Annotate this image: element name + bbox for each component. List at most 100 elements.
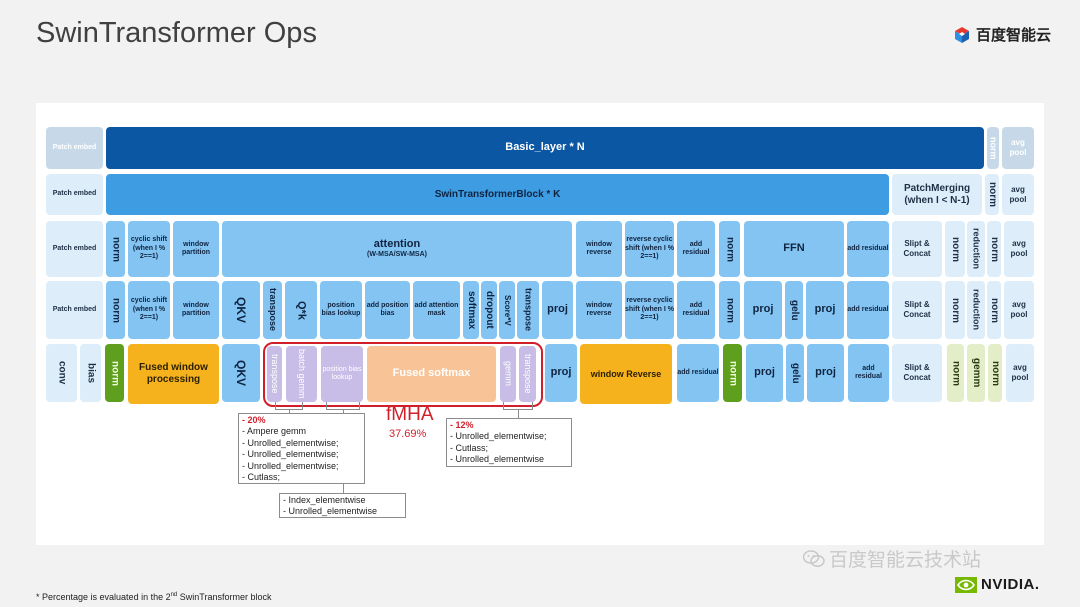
row4-add-residual2: add residual	[847, 281, 889, 339]
row1-norm: norm	[987, 127, 999, 169]
row5-gemm: gemm	[500, 346, 516, 402]
row3-window-reverse: window reverse	[576, 221, 622, 277]
row4-window-reverse: window reverse	[576, 281, 622, 339]
bracket-lookup	[326, 402, 360, 410]
row3-norm3: norm	[945, 221, 965, 277]
note-left-line: - Ampere gemm	[242, 426, 307, 437]
row2-norm: norm	[985, 174, 999, 215]
row5-proj3: proj	[807, 344, 844, 402]
row3-avg-pool: avg pool	[1004, 221, 1034, 277]
row5-avg-pool: avg pool	[1006, 344, 1034, 402]
note-left-line: - Unrolled_elementwise;	[242, 449, 339, 460]
row5-batch-gemm: batch gemm	[286, 346, 317, 402]
note-left-line: - Unrolled_elementwise;	[242, 460, 339, 471]
row4-softmax: softmax	[463, 281, 479, 339]
row5-conv: conv	[46, 344, 77, 402]
row5-add-residual2: add residual	[848, 344, 889, 402]
row4-avg-pool: avg pool	[1004, 281, 1034, 339]
row5-qkv: QKV	[222, 344, 260, 402]
note-right-line: - Unrolled_elementwise	[450, 454, 545, 465]
row5-norm: norm	[105, 344, 124, 402]
row4-proj3: proj	[806, 281, 844, 339]
connector-left	[289, 410, 290, 413]
row5-fused-softmax: Fused softmax	[367, 346, 496, 402]
note-bottom-line: - Index_elementwise	[283, 495, 366, 505]
row3-reduction: reduction	[967, 221, 985, 277]
row4-transpose: transpose	[263, 281, 282, 339]
row5-gemm2: gemm	[967, 344, 985, 402]
note-bottom-line: - Unrolled_elementwise	[283, 506, 378, 517]
note-right-line: - Cutlass;	[450, 442, 489, 453]
row5-slipt-concat: Slipt & Concat	[892, 344, 942, 402]
row2-patch-merging: PatchMerging (when I < N-1)	[892, 174, 982, 215]
row4-reduction: reduction	[967, 281, 985, 339]
row5-norm3: norm	[947, 344, 964, 402]
row3-norm: norm	[106, 221, 125, 277]
footnote: * Percentage is evaluated in the 2nd Swi…	[36, 592, 272, 602]
row1-patch-embed: Patch embed	[46, 127, 103, 169]
watermark: 百度智能云技术站	[803, 545, 981, 572]
bracket-right-ops	[503, 402, 533, 410]
row4-norm: norm	[106, 281, 125, 339]
row4-norm3: norm	[945, 281, 965, 339]
row5-gelu: gelu	[786, 344, 804, 402]
row3-slipt-concat: Slipt & Concat	[892, 221, 942, 277]
row4-norm4: norm	[987, 281, 1001, 339]
attention-label: attention	[373, 238, 421, 251]
note-right-percent: - 12%	[450, 420, 474, 430]
row3-window-partition: window partition	[173, 221, 219, 277]
row5-transpose2: transpose	[519, 346, 536, 402]
row3-norm2: norm	[719, 221, 740, 277]
bracket-left-ops	[275, 402, 303, 410]
row4-slipt-concat: Slipt & Concat	[892, 281, 942, 339]
watermark-text: 百度智能云技术站	[829, 550, 982, 571]
note-left-percent: - 20%	[242, 415, 266, 425]
cube-logo-icon	[955, 26, 969, 43]
row4-qk: Q*k	[285, 281, 317, 339]
row5-norm4: norm	[988, 344, 1002, 402]
row4-cyclic-shift: cyclic shift (when I % 2==1)	[128, 281, 170, 339]
row5-norm2: norm	[723, 344, 742, 402]
row2-avg-pool: avg pool	[1002, 174, 1034, 215]
attention-sublabel: (W-MSA/SW-MSA)	[367, 251, 427, 259]
note-left-line: - Cutlass;	[242, 472, 281, 483]
row4-patch-embed: Patch embed	[46, 281, 103, 339]
row3-cyclic-shift: cyclic shift (when I % 2==1)	[128, 221, 170, 277]
row4-position-bias-lookup: position bias lookup	[320, 281, 362, 339]
row4-add-residual: add residual	[677, 281, 715, 339]
row3-attention: attention (W-MSA/SW-MSA)	[222, 221, 572, 277]
brand-logo: 百度智能云	[953, 24, 1051, 45]
row4-score-v: Score*V	[499, 281, 515, 339]
row3-add-residual2: add residual	[847, 221, 889, 277]
row3-add-residual: add residual	[677, 221, 715, 277]
row4-norm2: norm	[719, 281, 740, 339]
nvidia-logo: NVIDIA.	[955, 576, 1040, 593]
row3-reverse-cyclic-shift: reverse cyclic shift (when I % 2==1)	[625, 221, 674, 277]
row3-ffn: FFN	[744, 221, 844, 277]
row5-proj2: proj	[746, 344, 783, 402]
brand-name: 百度智能云	[976, 27, 1052, 44]
row5-fused-window-processing: Fused window processing	[128, 344, 219, 404]
fmha-label: fMHA	[386, 404, 434, 425]
row3-norm4: norm	[987, 221, 1001, 277]
fmha-outline	[263, 342, 543, 407]
row4-add-attention-mask: add attention mask	[413, 281, 460, 339]
row5-proj: proj	[545, 344, 577, 402]
note-bottom-kernels: - Index_elementwise - Unrolled_elementwi…	[279, 493, 406, 518]
row5-transpose: transpose	[267, 346, 282, 402]
row5-window-reverse: window Reverse	[580, 344, 672, 404]
fmha-percent: 37.69%	[389, 428, 427, 440]
row2-swin-block: SwinTransformerBlock * K	[106, 174, 889, 215]
row4-qkv: QKV	[222, 281, 260, 339]
row2-patch-embed: Patch embed	[46, 174, 103, 215]
row1-avg-pool: avg pool	[1002, 127, 1034, 169]
row4-window-partition: window partition	[173, 281, 219, 339]
row4-proj: proj	[542, 281, 573, 339]
row4-proj2: proj	[744, 281, 782, 339]
row4-transpose2: transpose	[517, 281, 539, 339]
row4-reverse-cyclic-shift: reverse cyclic shift (when I % 2==1)	[625, 281, 674, 339]
row5-bias: bias	[80, 344, 101, 402]
note-left-line: - Unrolled_elementwise;	[242, 437, 339, 448]
row3-patch-embed: Patch embed	[46, 221, 103, 277]
slide-title: SwinTransformer Ops	[36, 17, 317, 49]
